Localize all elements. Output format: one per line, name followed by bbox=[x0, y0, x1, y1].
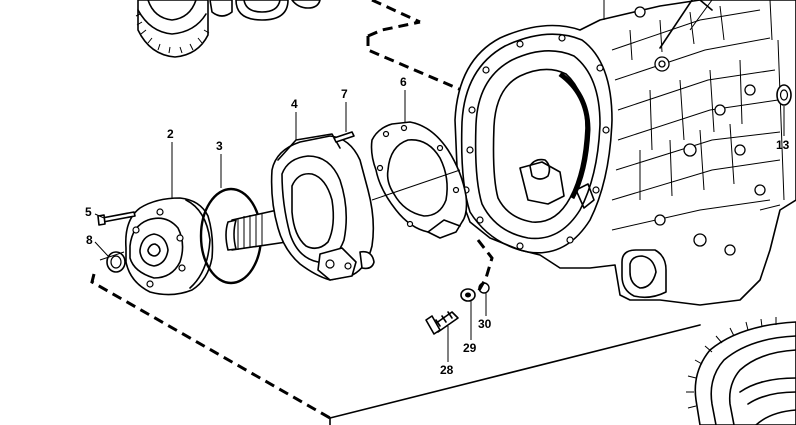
callout-30: 30 bbox=[478, 317, 492, 331]
frame-line bbox=[329, 324, 701, 425]
part-29-seal-ring bbox=[460, 288, 476, 302]
callout-7: 7 bbox=[341, 87, 348, 101]
callout-29: 29 bbox=[463, 341, 477, 355]
part-6-gasket-plate bbox=[370, 121, 468, 239]
axis-lines bbox=[99, 169, 461, 261]
callout-4: 4 bbox=[291, 97, 298, 111]
callout-6: 6 bbox=[400, 75, 407, 89]
part-4-stator-support bbox=[225, 131, 375, 281]
callout-28: 28 bbox=[440, 363, 454, 377]
callout-5: 5 bbox=[85, 205, 92, 219]
callout-8: 8 bbox=[86, 233, 93, 247]
leader-lines bbox=[94, 0, 785, 362]
bottom-right-gear bbox=[686, 317, 796, 425]
part-13-washer bbox=[776, 84, 792, 106]
part-28-sensor bbox=[425, 311, 459, 335]
callout-labels: 2 3 4 5 6 7 8 13 28 29 30 bbox=[85, 75, 790, 377]
transmission-housing bbox=[454, 0, 796, 306]
part-30-o-ring bbox=[478, 282, 490, 294]
top-gear-assembly bbox=[135, 0, 321, 58]
callout-13: 13 bbox=[776, 138, 790, 152]
part-2-pump bbox=[97, 197, 214, 296]
callout-3: 3 bbox=[216, 139, 223, 153]
callout-2: 2 bbox=[167, 127, 174, 141]
